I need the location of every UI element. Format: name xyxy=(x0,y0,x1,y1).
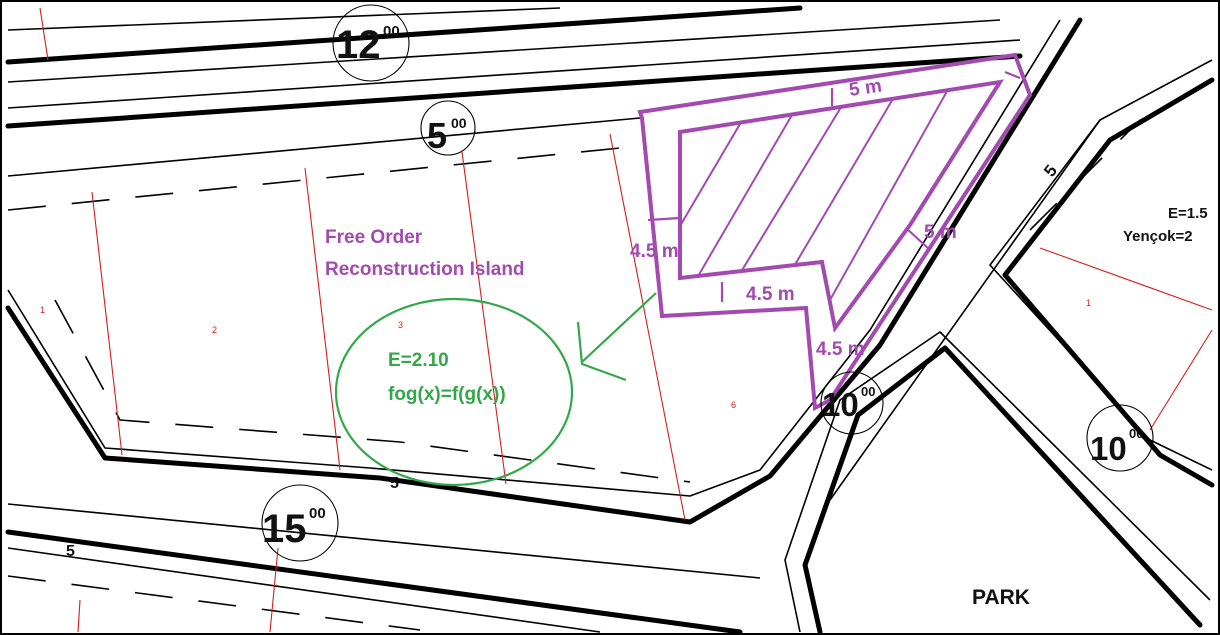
parcel-boundary xyxy=(637,52,1033,412)
park-block xyxy=(784,331,1211,635)
road-width-main: 15 xyxy=(262,507,307,551)
setback-dashed-line xyxy=(7,575,421,631)
park-edge xyxy=(784,331,1211,633)
parcel-number: 2 xyxy=(212,325,217,335)
road-width-sup: 00 xyxy=(861,384,875,399)
park-label: PARK xyxy=(972,586,1030,609)
block-setback-dash xyxy=(54,299,691,483)
bottom-roads xyxy=(5,503,761,635)
middle-setback-label: 4.5 m xyxy=(746,284,795,305)
road-edge xyxy=(7,117,641,177)
road-width-main: 10 xyxy=(1090,430,1127,467)
parcel-line xyxy=(39,7,49,61)
parcel-number: 1 xyxy=(40,305,45,315)
height-value-label: Yençok=2 xyxy=(1123,228,1193,245)
sidewalk-width-top: 5 xyxy=(1040,161,1061,180)
road-width-sup: 00 xyxy=(451,115,467,131)
dim-tick-left xyxy=(647,216,681,222)
park-curb xyxy=(802,345,1203,635)
road-width-circle xyxy=(332,4,410,82)
setback-dashed-line xyxy=(7,145,641,211)
dim-tick-corner xyxy=(1004,70,1021,80)
parcel-lines xyxy=(39,7,1213,633)
road-width-10-right: 10 00 xyxy=(1086,404,1154,472)
road-width-circle xyxy=(820,371,884,435)
sidewalk-width-bottom: 5 xyxy=(390,475,399,492)
parcel-line xyxy=(1039,247,1213,311)
road-width-sup: 00 xyxy=(309,505,326,522)
parcel-number: 1 xyxy=(1086,298,1091,308)
road-width-sup: 00 xyxy=(1129,426,1143,441)
city-block-outline xyxy=(5,17,1101,525)
top-roads xyxy=(5,5,1023,211)
right-block xyxy=(989,59,1215,488)
parcel-line xyxy=(77,599,81,633)
road-curb xyxy=(5,529,743,635)
road-edge xyxy=(7,503,761,579)
parcel-number: 6 xyxy=(731,400,736,410)
road-curb xyxy=(5,5,803,65)
road-width-main: 5 xyxy=(427,115,447,156)
parcel-line xyxy=(269,547,279,633)
road-width-circle xyxy=(261,484,339,562)
formula-annotation xyxy=(334,292,657,487)
road-edge xyxy=(7,39,1021,109)
top-setback-label: 5 m xyxy=(848,76,883,101)
road-edge xyxy=(7,547,601,633)
island-title-line2: Reconstruction Island xyxy=(325,259,525,280)
building-envelope xyxy=(678,79,1005,333)
parcel-line xyxy=(609,133,686,521)
bottom-setback-label: 4.5 m xyxy=(816,339,865,360)
left-setback-label: 4.5 m xyxy=(630,241,679,262)
road-width-main: 12 xyxy=(336,23,381,67)
arrow-head xyxy=(576,321,627,382)
setback-dashed-line xyxy=(1029,119,1141,231)
road-width-circle xyxy=(420,100,476,156)
road-edge xyxy=(829,119,1101,501)
parcel-line xyxy=(1149,329,1213,431)
parcel-line xyxy=(461,151,507,485)
arrow-shaft xyxy=(581,292,657,363)
right-block-edge xyxy=(989,59,1213,471)
road-width-circle xyxy=(1086,404,1154,472)
e-value-label: E=1.5 xyxy=(1168,205,1208,222)
block-curb-bottom xyxy=(5,17,1083,525)
block-edge-outer xyxy=(7,19,1061,497)
formula-line1: E=2.10 xyxy=(388,350,449,371)
road-width-main: 10 xyxy=(822,386,859,423)
island-title-line1: Free Order xyxy=(325,227,423,248)
road-width-sup: 00 xyxy=(383,23,400,40)
road-curb xyxy=(5,53,1023,129)
parcel-line xyxy=(304,167,341,471)
road-width-12: 12 00 xyxy=(332,4,410,82)
sidewalk-width-left: 5 xyxy=(66,543,75,560)
road-width-5: 5 00 xyxy=(420,100,476,156)
road-edge xyxy=(7,7,561,31)
formula-line2: fog(x)=f(g(x)) xyxy=(388,384,506,405)
parcel-line xyxy=(91,191,123,456)
dim-tick-right xyxy=(905,227,931,251)
right-setback-label: 5 m xyxy=(924,222,957,243)
road-edge xyxy=(7,19,1001,83)
road-width-15: 15 00 xyxy=(261,484,339,562)
road-width-10-center: 10 00 xyxy=(820,371,884,435)
formula-ellipse xyxy=(334,297,574,487)
parcel-number: 3 xyxy=(398,320,403,330)
right-block-curb xyxy=(1002,77,1215,488)
